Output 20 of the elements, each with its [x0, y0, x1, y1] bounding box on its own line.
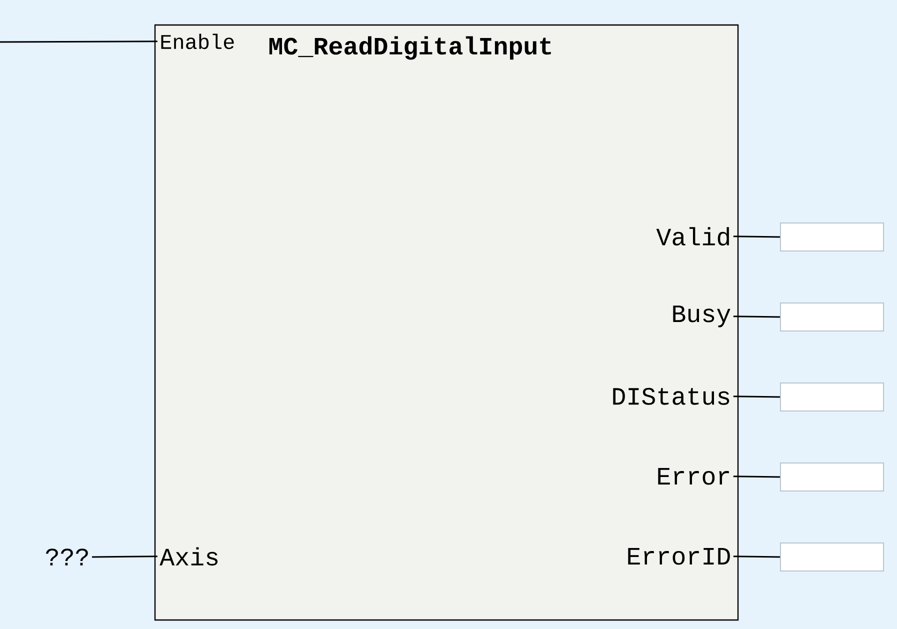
pin-label: Valid [656, 227, 729, 246]
connector-line [92, 556, 158, 558]
pin-label: Enable [161, 34, 234, 50]
pin-label: DIStatus [613, 388, 730, 405]
output-field [780, 302, 884, 332]
pin-label: Error [658, 468, 729, 485]
pin-label: Axis [160, 547, 218, 566]
connector-line [733, 396, 780, 398]
pin-label: Busy [673, 306, 730, 328]
connector-line [0, 40, 158, 43]
pin-label: ErrorID [628, 548, 730, 565]
connector-line [733, 236, 780, 238]
output-field [780, 222, 884, 252]
connector-line [733, 556, 780, 558]
output-field [780, 462, 884, 492]
output-field [780, 542, 884, 572]
connector-line [733, 476, 780, 478]
output-field [780, 382, 884, 412]
input-value: ??? [46, 548, 88, 566]
connector-line [733, 316, 780, 318]
